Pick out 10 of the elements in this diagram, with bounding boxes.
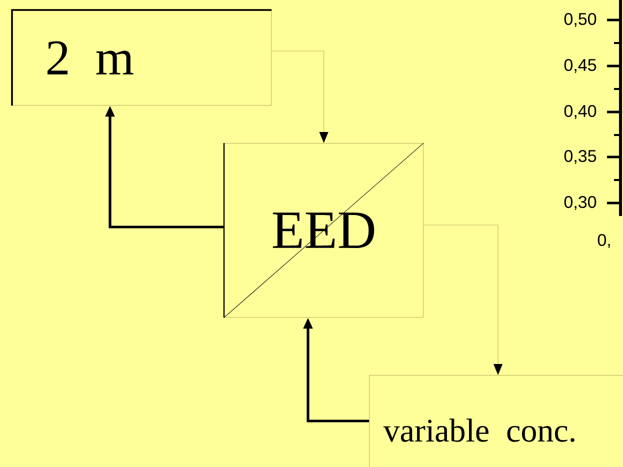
arrow [423, 224, 503, 375]
tick-label: 0,35 [564, 150, 596, 164]
tick-label: 0,30 [564, 196, 596, 210]
tick-label: 0,40 [564, 104, 596, 120]
label-box: variable conc. [369, 375, 623, 467]
label-box: 2 m [11, 9, 272, 106]
tick-label: 0, [598, 234, 610, 248]
arrow [271, 50, 328, 143]
tick-label: 0,50 [564, 12, 596, 28]
tick-label: 0,45 [564, 58, 596, 74]
